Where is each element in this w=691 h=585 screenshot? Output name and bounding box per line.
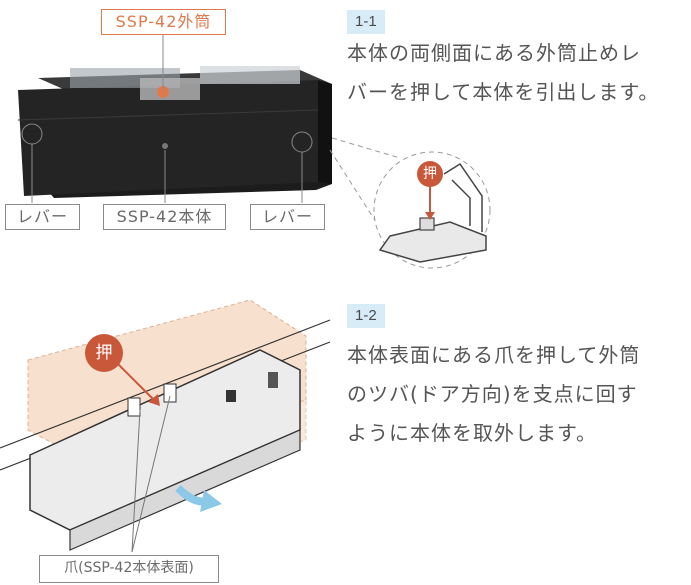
- outer-tube-label: SSP-42外筒: [101, 9, 226, 35]
- ssp42-unit-illustration: [17, 66, 332, 198]
- step-1-2-text: 本体表面にある爪を押して外筒 のツバ(ドア方向)を支点に回す ように本体を取外し…: [347, 336, 687, 453]
- push-marker-1: 押: [417, 161, 443, 187]
- step-1-1-text: 本体の両側面にある外筒止めレ バーを押して本体を引出します。: [347, 34, 687, 112]
- push-arrow-2: [113, 359, 155, 401]
- body-marker: [162, 143, 168, 149]
- step-1-2: 1-2: [347, 304, 385, 328]
- push-marker-2: 押: [85, 334, 123, 372]
- step-1-2-line-2: のツバ(ドア方向)を支点に回す: [347, 382, 638, 406]
- zoom-detail-illustration: [329, 137, 491, 269]
- step-1-1: 1-1: [347, 10, 385, 34]
- step-1-1-line-1: 本体の両側面にある外筒止めレ: [347, 41, 641, 65]
- lever-left-label: レバー: [5, 204, 80, 230]
- claw-leader-2: [131, 395, 171, 553]
- claw-leader-1: [131, 409, 141, 553]
- step-1-1-line-2: バーを押して本体を引出します。: [347, 80, 660, 104]
- step-1-2-line-1: 本体表面にある爪を押して外筒: [347, 343, 641, 367]
- housing-illustration: [0, 299, 331, 551]
- claw-label: 爪(SSP-42本体表面): [39, 555, 219, 583]
- body-label: SSP-42本体: [103, 204, 226, 230]
- lever-right-label: レバー: [250, 204, 325, 230]
- step-1-2-line-3: ように本体を取外します。: [347, 421, 597, 445]
